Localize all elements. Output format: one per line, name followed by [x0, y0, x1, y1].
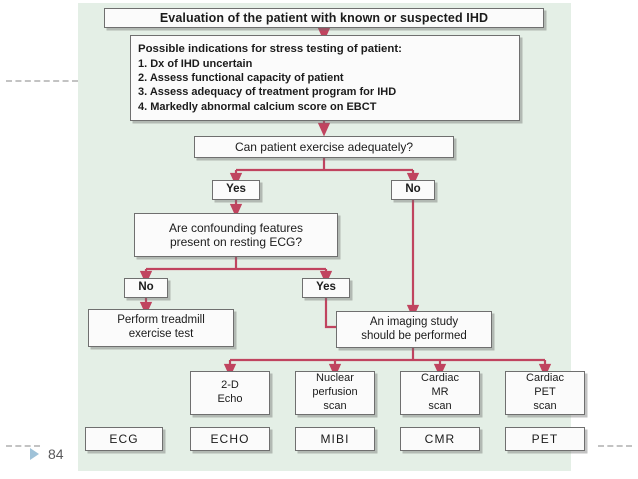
modality-0-line1: 2-D [221, 379, 239, 392]
modality-2-line2: MR [431, 386, 449, 399]
node-question-confounding: Are confounding features present on rest… [134, 213, 338, 257]
modality-3-line2: PET [534, 386, 556, 399]
node-yes-exercise: Yes [212, 180, 260, 200]
edge-q2-no [146, 257, 326, 277]
node-question-exercise: Can patient exercise adequately? [194, 136, 454, 158]
node-terminal-ecg: ECG [85, 427, 163, 451]
modality-2-line1: Cardiac [421, 372, 459, 385]
node-indications: Possible indications for stress testing … [130, 35, 520, 121]
decorative-dashed-rule-right [598, 445, 632, 447]
node-imaging-study: An imaging study should be performed [336, 311, 492, 348]
node-yes-confounding: Yes [302, 278, 350, 298]
modality-1-line2: perfusion [312, 386, 358, 399]
node-no-exercise: No [391, 180, 435, 200]
node-treadmill-test: Perform treadmill exercise test [88, 309, 234, 347]
modality-1-line3: scan [323, 399, 347, 412]
question-confounding-line1: Are confounding features [168, 220, 304, 235]
slide-number: 84 [30, 446, 64, 462]
indications-item-2: 2. Assess functional capacity of patient [138, 72, 344, 85]
modality-3-line3: scan [533, 399, 557, 412]
slide-number-label: 84 [48, 446, 64, 462]
node-terminal-cmr: CMR [400, 427, 480, 451]
indications-item-3: 3. Assess adequacy of treatment program … [138, 86, 397, 99]
imaging-line2: should be performed [361, 329, 467, 342]
node-modality-cardiac-mr: Cardiac MR scan [400, 371, 480, 415]
treadmill-line1: Perform treadmill [117, 314, 205, 327]
node-modality-nuclear-perfusion: Nuclear perfusion scan [295, 371, 375, 415]
node-terminal-pet: PET [505, 427, 585, 451]
edge-imaging-echo2d [230, 348, 545, 370]
node-terminal-echo: ECHO [190, 427, 270, 451]
modality-2-line3: scan [428, 399, 452, 412]
imaging-line1: An imaging study [369, 315, 459, 328]
indications-item-4: 4. Markedly abnormal calcium score on EB… [138, 100, 377, 113]
node-modality-2d-echo: 2-D Echo [190, 371, 270, 415]
modality-3-line1: Cardiac [526, 372, 564, 385]
flowchart-panel: Evaluation of the patient with known or … [78, 3, 585, 471]
question-confounding-line2: present on resting ECG? [169, 235, 303, 249]
treadmill-line2: exercise test [128, 328, 194, 340]
indications-heading: Possible indications for stress testing … [138, 42, 402, 55]
node-terminal-mibi: MIBI [295, 427, 375, 451]
edge-q1-yes [236, 158, 413, 179]
triangle-right-icon [30, 448, 39, 460]
modality-1-line1: Nuclear [316, 372, 354, 385]
node-title: Evaluation of the patient with known or … [104, 8, 544, 28]
decorative-dashed-rule-left-bottom [6, 445, 40, 447]
modality-0-line2: Echo [217, 393, 243, 405]
node-modality-cardiac-pet: Cardiac PET scan [505, 371, 585, 415]
node-no-confounding: No [124, 278, 168, 298]
indications-item-1: 1. Dx of IHD uncertain [138, 57, 253, 70]
decorative-dashed-rule-left-top [6, 80, 78, 82]
